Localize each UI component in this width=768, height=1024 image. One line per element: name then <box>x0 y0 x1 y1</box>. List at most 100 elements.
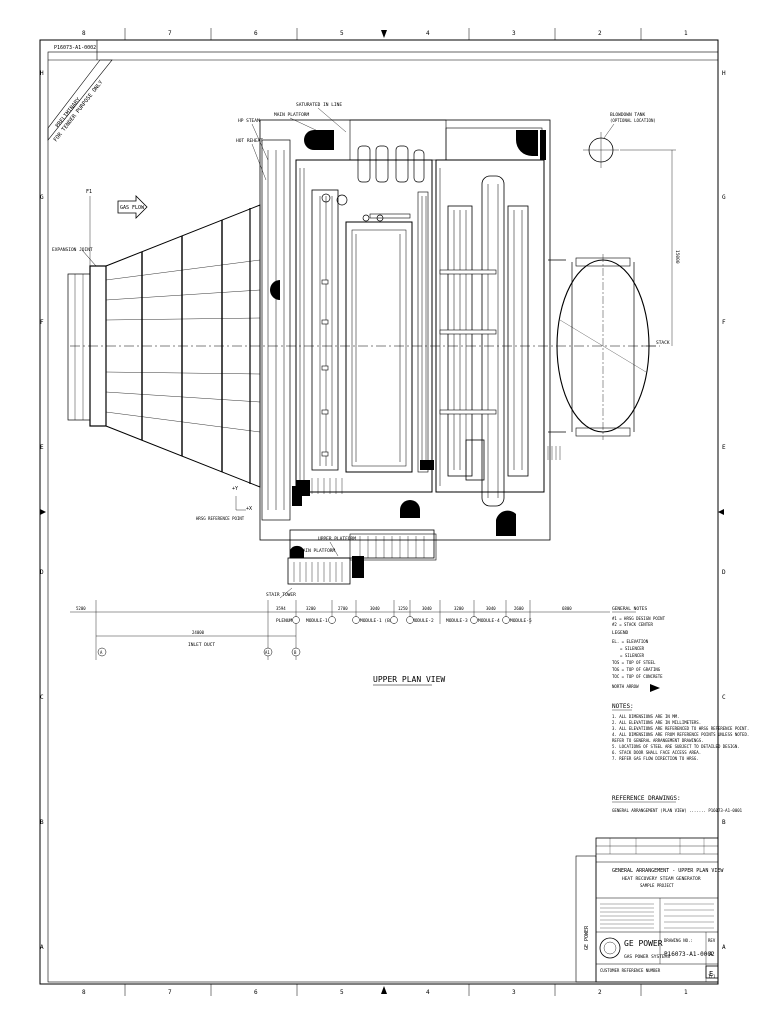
preliminary-stamp: PRELIMINARY FOR TENDER PURPOSE ONLY <box>47 59 113 143</box>
center-arrow-bottom-icon <box>381 986 387 994</box>
hrsg-ref-label: HRSG REFERENCE POINT <box>196 516 245 521</box>
legend-north: NORTH ARROW <box>612 684 639 689</box>
row-label: H <box>722 70 726 77</box>
vertical-dimension: 15000 <box>674 250 680 264</box>
tube-bundles <box>267 150 523 510</box>
side-tab-label: GE POWER <box>584 925 590 950</box>
top-drums <box>321 145 425 222</box>
ref-y-label: +Y <box>232 486 238 492</box>
legend-item: TOC = TOP OF CONCRETE <box>612 674 663 679</box>
note-item: 6. STACK DOOR SHALL FACE ACCESS AREA. <box>612 750 701 755</box>
row-label: G <box>722 194 726 201</box>
row-labels-right: H G F E D C B A <box>722 70 726 951</box>
col-label: 2 <box>598 989 602 996</box>
row-label: B <box>40 819 44 826</box>
col-label: 6 <box>254 989 258 996</box>
note-item: 1. ALL DIMENSIONS ARE IN MM. <box>612 714 679 719</box>
title-line-1: GENERAL ARRANGEMENT - UPPER PLAN VIEW <box>612 868 724 874</box>
legend-item: TOG = TOP OF GRATING <box>612 667 661 672</box>
reference-item: GENERAL ARRANGEMENT (PLAN VIEW) ....... … <box>612 808 743 813</box>
section-labels: PLENUM MODULE-1 MODULE-1 (B/S) MODULE-2 … <box>276 618 532 624</box>
f1-label: F1 <box>86 189 92 195</box>
dimension-value: 3200 <box>306 606 316 611</box>
inlet-duct-label: INLET DUCT <box>188 642 215 648</box>
sheet-number: 1/1 <box>708 974 716 979</box>
dimension-value: 24000 <box>192 630 205 635</box>
section-label: MODULE-2 <box>412 618 434 624</box>
row-label: F <box>40 319 44 326</box>
dimension-value: 1250 <box>398 606 408 611</box>
main-platform-b-label: MAIN PLATFORM <box>300 548 336 554</box>
company-division: GAS POWER SYSTEMS <box>624 954 670 960</box>
saturated-inlet-label: SATURATED IN LINE <box>296 102 342 108</box>
stack <box>556 254 650 440</box>
legend-title: LEGEND <box>612 630 629 636</box>
title-footer: CUSTOMER REFERENCE NUMBER <box>600 968 661 973</box>
hrsg-casing <box>259 119 566 585</box>
hp-steam-label: HP STEAM <box>238 118 260 124</box>
col-label: 1 <box>684 30 688 37</box>
hot-reheat-label: HOT REHEAT <box>236 138 263 144</box>
title-block-text: GENERAL ARRANGEMENT - UPPER PLAN VIEW HE… <box>584 868 724 979</box>
reference-drawings: REFERENCE DRAWINGS: GENERAL ARRANGEMENT … <box>612 795 743 813</box>
dimension-value: 6800 <box>562 606 572 611</box>
main-platform-label: MAIN PLATFORM <box>274 112 310 118</box>
note-item: 2. ALL ELEVATIONS ARE IN MILLIMETERS. <box>612 720 701 725</box>
center-arrow-right-icon <box>718 509 724 515</box>
note-item: 7. REFER GAS FLOW DIRECTION TO HRSG. <box>612 756 699 761</box>
col-label: 5 <box>340 989 344 996</box>
col-label: 3 <box>512 30 516 37</box>
row-label: H <box>40 70 44 77</box>
section-label: MODULE-1 <box>306 618 328 624</box>
dimension-value: 5200 <box>76 606 86 611</box>
blowdown-tank-sub: (OPTIONAL LOCATION) <box>610 118 656 123</box>
drawing-id-top: P16073-A1-0002 <box>54 45 96 51</box>
column-ticks <box>124 28 642 996</box>
legend: LEGEND EL. = ELEVATION = SILENCER = SILE… <box>612 630 663 692</box>
bubble-label: A1 <box>265 650 270 655</box>
drawing-no: P16073-A1-0002 <box>664 951 715 958</box>
general-notes: GENERAL NOTES #1 = HRSG DESIGN POINT #2 … <box>612 606 666 627</box>
blowdown-tank-label: BLOWDOWN TANK <box>610 112 646 118</box>
rev-value: A <box>709 951 713 958</box>
row-label: D <box>722 569 726 576</box>
general-notes-title: GENERAL NOTES <box>612 606 648 612</box>
grid-bubbles <box>97 616 510 657</box>
col-label: 2 <box>598 30 602 37</box>
col-label: 8 <box>82 989 86 996</box>
general-note: #1 = HRSG DESIGN POINT <box>612 616 666 621</box>
col-label: 8 <box>82 30 86 37</box>
col-label: 4 <box>426 989 430 996</box>
gas-flow-arrow: GAS FLOW <box>117 195 148 219</box>
title-line-3: SAMPLE PROJECT <box>640 883 674 888</box>
dimension-value: 3594 <box>276 606 286 611</box>
col-label: 7 <box>168 989 172 996</box>
company-name: GE POWER <box>624 939 663 948</box>
legend-item: = SILENCER <box>620 646 645 651</box>
legend-item: = SILENCER <box>620 653 645 658</box>
expansion-joint-label: EXPANSION JOINT <box>52 247 93 253</box>
notes-title: NOTES: <box>612 703 634 710</box>
note-item: 3. ALL ELEVATIONS ARE REFERENCED TO HRSG… <box>612 726 749 731</box>
note-item: REFER TO GENERAL ARRANGEMENT DRAWINGS. <box>612 738 704 743</box>
inner-border <box>47 51 719 983</box>
upper-platform-label: UPPER PLATFORM <box>318 536 356 542</box>
title-block-fineprint <box>600 903 714 929</box>
column-labels-bottom: 8 7 6 5 4 3 2 1 <box>82 989 688 996</box>
grid-bubble-labels: A A1 B <box>100 650 297 655</box>
ref-x-label: +X <box>246 506 252 512</box>
dimension-values: 5200 3594 3200 2700 3040 1250 3040 3200 … <box>76 606 572 635</box>
row-label: B <box>722 819 726 826</box>
view-title: UPPER PLAN VIEW <box>373 675 445 684</box>
col-label: 1 <box>684 989 688 996</box>
notes: NOTES: 1. ALL DIMENSIONS ARE IN MM. 2. A… <box>612 703 749 761</box>
dimension-value: 2700 <box>338 606 348 611</box>
stack-label: STACK <box>656 340 670 346</box>
reference-title: REFERENCE DRAWINGS: <box>612 795 681 802</box>
title-block <box>575 837 719 983</box>
center-arrow-top-icon <box>381 30 387 38</box>
rev-label: REV <box>708 938 716 943</box>
dimension-value: 2600 <box>514 606 524 611</box>
stair-tower-label: STAIR TOWER <box>266 592 296 598</box>
legend-item: TOS = TOP OF STEEL <box>612 660 656 665</box>
